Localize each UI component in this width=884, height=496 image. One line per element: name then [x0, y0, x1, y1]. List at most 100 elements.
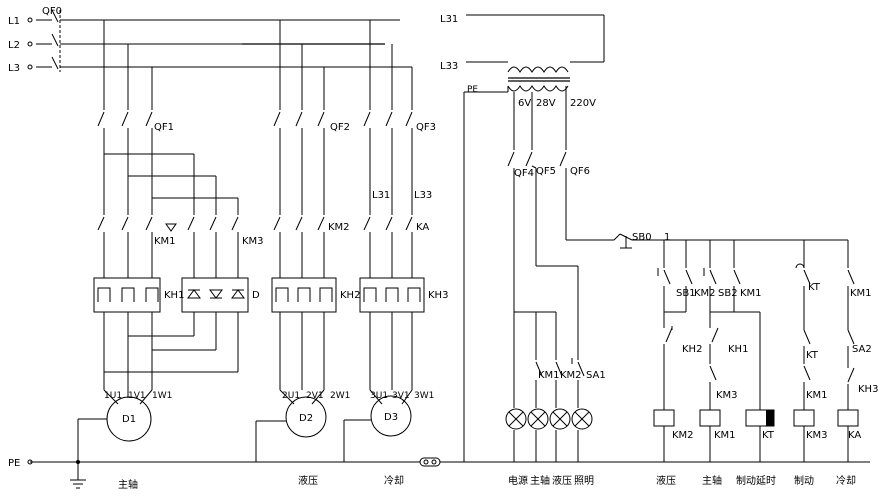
hydraulic-lamp-label: 液压	[552, 474, 572, 487]
motor-d1-label: D1	[122, 414, 136, 425]
km1-seal-label: KM1	[740, 288, 762, 299]
l3-terminal	[27, 64, 33, 70]
ctl-brake-label: 制动	[794, 474, 814, 487]
d3-w-terminal: 3W1	[414, 391, 434, 401]
kh2-label: KH2	[340, 290, 360, 301]
sb1-label: SB1	[676, 288, 696, 299]
pe-bus	[27, 92, 465, 489]
kh1-interlock-label: KH1	[728, 344, 748, 355]
qf0-label: QF0	[42, 6, 62, 17]
qf5-label: QF5	[536, 166, 556, 177]
cooling-section-label: 冷却	[384, 474, 404, 487]
lamp-icon	[527, 408, 549, 430]
qf4-label: QF4	[514, 168, 534, 179]
d2-u-terminal: 2U1	[282, 391, 300, 401]
lamp-km1-label: KM1	[538, 370, 560, 381]
l2-terminal	[27, 41, 33, 47]
km1-coil	[699, 409, 721, 427]
qf1-label: QF1	[154, 122, 174, 133]
coils	[653, 409, 859, 427]
ka-coil	[837, 409, 859, 427]
km2-coil-label: KM2	[672, 430, 694, 441]
kt-contact-label: KT	[808, 282, 821, 293]
hydraulic-section-label: 液压	[298, 474, 318, 487]
ka-coil-label: KA	[848, 430, 861, 441]
qf3-label: QF3	[416, 122, 436, 133]
qf2-branch	[271, 20, 337, 405]
lamp-icon	[505, 408, 527, 430]
control-circuit	[613, 233, 855, 462]
rectifier-label: D	[252, 290, 260, 301]
spindle-section-label: 主轴	[118, 478, 138, 491]
supply-lines	[36, 9, 412, 72]
qf1-breaker	[97, 20, 153, 215]
kt-interlock-label: KT	[806, 350, 819, 361]
qf6-label: QF6	[570, 166, 590, 177]
kh1-thermal-relay	[93, 277, 161, 350]
d2-v-terminal: 2V1	[306, 391, 324, 401]
sa1-label: SA1	[586, 370, 606, 381]
d3-u-terminal: 3U1	[370, 391, 388, 401]
d1-u-terminal: 1U1	[104, 391, 122, 401]
sa2-label: SA2	[852, 344, 872, 355]
qf4-qf6-breakers	[507, 151, 614, 360]
km1-label: KM1	[154, 236, 176, 247]
km2-coil	[653, 409, 675, 427]
transformer-l31-label: L31	[440, 14, 458, 25]
l2-label: L2	[8, 40, 20, 51]
rectifier-d	[181, 277, 249, 372]
node-1-label: 1	[664, 232, 670, 243]
km1-interlock-label: KM1	[806, 390, 828, 401]
ctl-brake-delay-label: 制动延时	[736, 474, 776, 487]
km3-coil	[793, 409, 815, 427]
output-220v-label: 220V	[570, 98, 596, 109]
l3-label: L3	[8, 63, 20, 74]
km3-interlock-label: KM3	[716, 390, 738, 401]
motor-d2-label: D2	[299, 413, 313, 424]
spindle-lamp-label: 主轴	[530, 474, 550, 487]
qf2-label: QF2	[330, 122, 350, 133]
l1-label: L1	[8, 16, 20, 27]
kh2-interlock-label: KH2	[682, 344, 702, 355]
qf3-branch	[359, 20, 425, 405]
d3-v-terminal: 3V1	[392, 391, 410, 401]
output-28v-label: 28V	[536, 98, 556, 109]
km3-coil-label: KM3	[806, 430, 828, 441]
km1-coil-label: KM1	[714, 430, 736, 441]
l33-tap-label: L33	[414, 190, 432, 201]
d1-v-terminal: 1V1	[128, 391, 146, 401]
power-lamp-label: 电源	[508, 474, 528, 487]
sb2-label: SB2	[718, 288, 738, 299]
output-6v-label: 6V	[518, 98, 531, 109]
motor-d3-label: D3	[384, 412, 398, 423]
lamp-icon	[571, 408, 593, 430]
reversing-crossover	[104, 153, 239, 215]
lamp-circuits	[464, 311, 870, 463]
lighting-lamp-label: 照明	[574, 475, 594, 487]
kh1-label: KH1	[164, 290, 184, 301]
kh3-label: KH3	[428, 290, 448, 301]
ctl-spindle-label: 主轴	[702, 474, 722, 487]
kh3-interlock-label: KH3	[858, 384, 878, 395]
km2-seal-label: KM2	[694, 288, 716, 299]
km1-km3-contacts	[97, 216, 239, 278]
transformer-pe-label: PE	[467, 85, 478, 95]
kt-coil-label: KT	[762, 430, 775, 441]
d1-w-terminal: 1W1	[152, 391, 172, 401]
l1-terminal	[27, 17, 33, 23]
ka-label: KA	[416, 222, 429, 233]
ctl-cooling-label: 冷却	[836, 474, 856, 487]
d2-w-terminal: 2W1	[330, 391, 350, 401]
kt-coil-delay-marker	[766, 410, 774, 426]
sb0-label: SB0	[632, 232, 652, 243]
l31-tap-label: L31	[372, 190, 390, 201]
ctl-hydraulic-label: 液压	[656, 474, 676, 487]
lamp-icon	[549, 408, 571, 430]
motor-d2	[285, 396, 327, 438]
km2-label: KM2	[328, 222, 350, 233]
lamp-km2-label: KM2	[560, 370, 582, 381]
indicator-lamps	[505, 408, 593, 430]
km3-label: KM3	[242, 236, 264, 247]
